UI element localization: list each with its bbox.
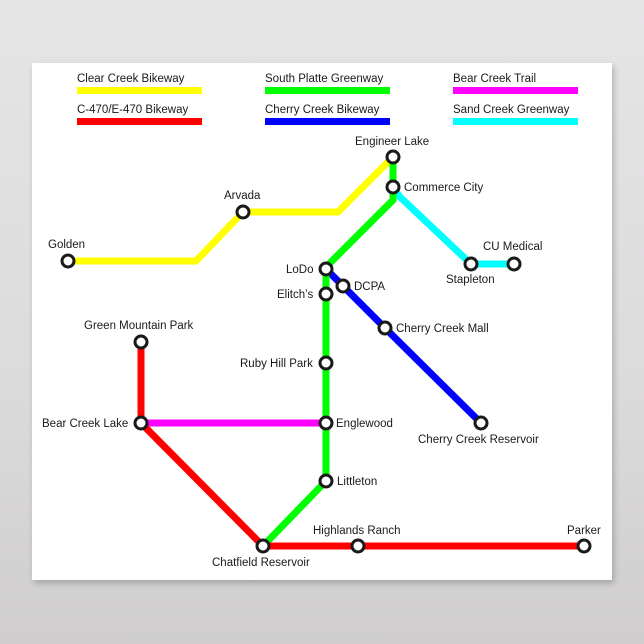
station-marker[interactable] bbox=[385, 149, 401, 165]
station-marker[interactable] bbox=[377, 320, 393, 336]
station-marker[interactable] bbox=[385, 179, 401, 195]
station-label: DCPA bbox=[354, 281, 385, 293]
station-label: Bear Creek Lake bbox=[42, 418, 128, 430]
legend-item-bear-creek: Bear Creek Trail bbox=[453, 73, 578, 94]
legend-item-sand-creek: Sand Creek Greenway bbox=[453, 104, 578, 125]
c470-e470-bikeway-line bbox=[137, 342, 584, 550]
station-chatfield-reservoir[interactable]: Chatfield Reservoir bbox=[212, 538, 310, 569]
station-marker[interactable] bbox=[318, 286, 334, 302]
station-label: Elitch’s bbox=[277, 289, 313, 301]
station-green-mountain-park[interactable]: Green Mountain Park bbox=[84, 320, 194, 350]
station-marker[interactable] bbox=[60, 253, 76, 269]
station-marker[interactable] bbox=[318, 415, 334, 431]
legend-item-cherry-creek: Cherry Creek Bikeway bbox=[265, 104, 390, 125]
station-dcpa[interactable]: DCPA bbox=[335, 278, 385, 294]
station-marker[interactable] bbox=[133, 334, 149, 350]
station-label: Parker bbox=[567, 525, 601, 537]
legend-swatch-blue bbox=[265, 118, 390, 125]
legend-item-c470: C-470/E-470 Bikeway bbox=[77, 104, 202, 125]
station-label: Chatfield Reservoir bbox=[212, 557, 310, 569]
station-label: Ruby Hill Park bbox=[240, 358, 313, 370]
station-marker[interactable] bbox=[463, 256, 479, 272]
legend-swatch-magenta bbox=[453, 87, 578, 94]
station-cherry-creek-mall[interactable]: Cherry Creek Mall bbox=[377, 320, 489, 336]
legend-label: South Platte Greenway bbox=[265, 73, 384, 85]
station-label: Commerce City bbox=[404, 182, 483, 194]
station-marker[interactable] bbox=[318, 473, 334, 489]
station-cherry-creek-reservoir[interactable]: Cherry Creek Reservoir bbox=[418, 415, 539, 446]
map-poster bbox=[32, 63, 612, 580]
station-engineer-lake[interactable]: Engineer Lake bbox=[355, 136, 429, 165]
station-label: CU Medical bbox=[483, 241, 542, 253]
legend-swatch-yellow bbox=[77, 87, 202, 94]
station-commerce-city[interactable]: Commerce City bbox=[385, 179, 483, 195]
station-englewood[interactable]: Englewood bbox=[318, 415, 393, 431]
station-label: Cherry Creek Reservoir bbox=[418, 434, 539, 446]
cherry-creek-bikeway-line bbox=[323, 266, 484, 426]
station-marker[interactable] bbox=[506, 256, 522, 272]
station-marker[interactable] bbox=[318, 261, 334, 277]
legend-label: Cherry Creek Bikeway bbox=[265, 104, 380, 116]
station-stapleton[interactable]: Stapleton bbox=[446, 256, 495, 286]
station-marker[interactable] bbox=[133, 415, 149, 431]
station-highlands-ranch[interactable]: Highlands Ranch bbox=[313, 525, 401, 554]
station-bear-creek-lake[interactable]: Bear Creek Lake bbox=[42, 415, 149, 431]
legend-swatch-red bbox=[77, 118, 202, 125]
legend-item-clear-creek: Clear Creek Bikeway bbox=[77, 73, 202, 94]
station-marker[interactable] bbox=[318, 355, 334, 371]
station-marker[interactable] bbox=[235, 204, 251, 220]
station-label: Arvada bbox=[224, 190, 261, 202]
legend-swatch-cyan bbox=[453, 118, 578, 125]
station-littleton[interactable]: Littleton bbox=[318, 473, 377, 489]
stations: Golden Arvada Engineer Lake Commerce Cit… bbox=[42, 136, 601, 569]
station-label: Cherry Creek Mall bbox=[396, 323, 489, 335]
station-label: Green Mountain Park bbox=[84, 320, 194, 332]
station-elitchs[interactable]: Elitch’s bbox=[277, 286, 334, 302]
legend-label: Clear Creek Bikeway bbox=[77, 73, 185, 85]
station-marker[interactable] bbox=[576, 538, 592, 554]
station-cu-medical[interactable]: CU Medical bbox=[483, 241, 542, 272]
station-label: LoDo bbox=[286, 264, 314, 276]
station-label: Stapleton bbox=[446, 274, 495, 286]
station-marker[interactable] bbox=[255, 538, 271, 554]
station-lodo[interactable]: LoDo bbox=[286, 261, 334, 277]
legend-item-south-platte: South Platte Greenway bbox=[265, 73, 390, 94]
station-label: Englewood bbox=[336, 418, 393, 430]
station-marker[interactable] bbox=[473, 415, 489, 431]
legend-label: Bear Creek Trail bbox=[453, 73, 536, 85]
station-label: Littleton bbox=[337, 476, 377, 488]
station-label: Highlands Ranch bbox=[313, 525, 401, 537]
legend-swatch-green bbox=[265, 87, 390, 94]
station-label: Engineer Lake bbox=[355, 136, 429, 148]
legend-label: C-470/E-470 Bikeway bbox=[77, 104, 188, 116]
station-marker[interactable] bbox=[335, 278, 351, 294]
station-ruby-hill-park[interactable]: Ruby Hill Park bbox=[240, 355, 334, 371]
station-golden[interactable]: Golden bbox=[48, 239, 85, 269]
station-label: Golden bbox=[48, 239, 85, 251]
station-parker[interactable]: Parker bbox=[567, 525, 601, 554]
station-marker[interactable] bbox=[350, 538, 366, 554]
station-arvada[interactable]: Arvada bbox=[224, 190, 261, 220]
legend-label: Sand Creek Greenway bbox=[453, 104, 570, 116]
legend: Clear Creek Bikeway South Platte Greenwa… bbox=[77, 73, 578, 125]
